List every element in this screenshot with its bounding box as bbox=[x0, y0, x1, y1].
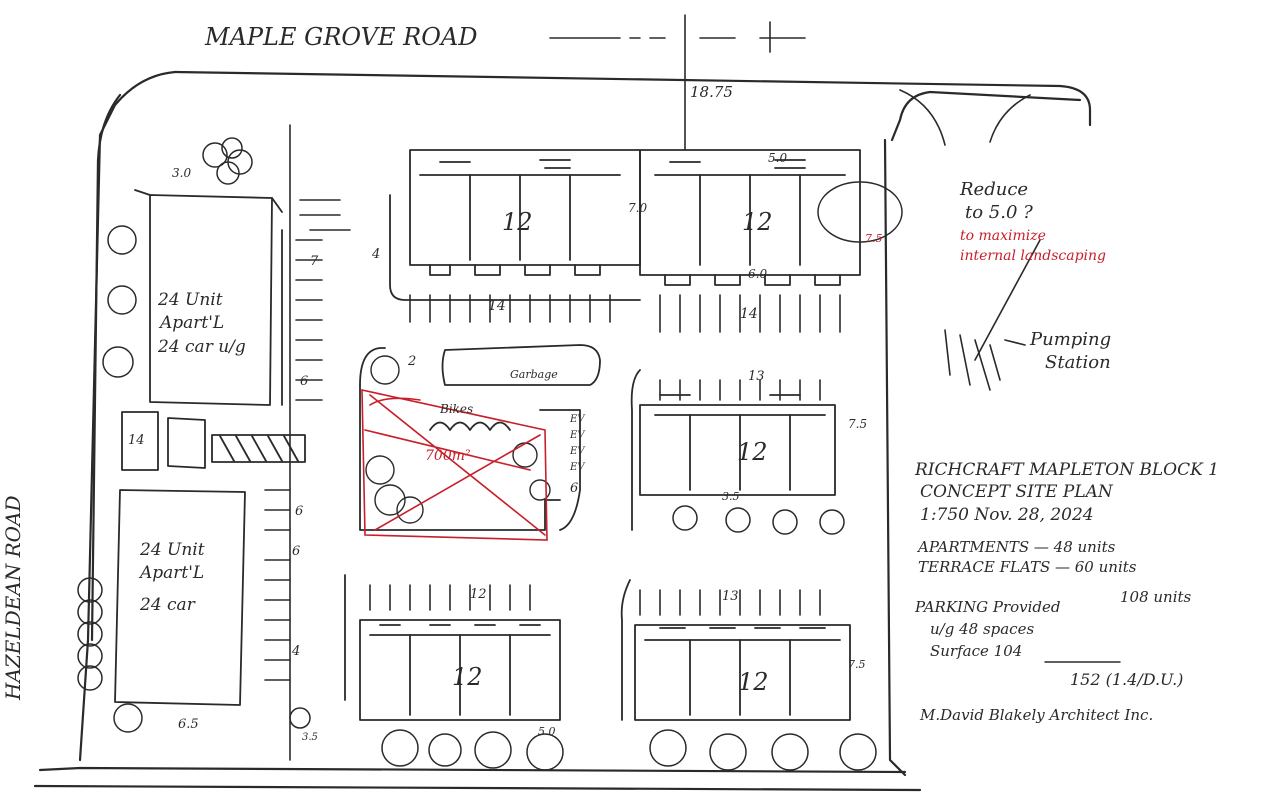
dimension-5-0: 5.0 bbox=[768, 151, 787, 165]
apartment-a-label-3: 24 car u/g bbox=[157, 337, 246, 357]
pumping-station-label-2: Station bbox=[1045, 352, 1111, 373]
amenity-trees bbox=[365, 355, 551, 524]
parking-stalls bbox=[264, 124, 841, 761]
road-label-left: HAZELDEAN ROAD bbox=[1, 495, 25, 701]
parking-count-7: 7 bbox=[310, 254, 319, 269]
parking-count-13-mid: 13 bbox=[748, 369, 765, 384]
pumping-station-label-1: Pumping bbox=[1029, 329, 1111, 350]
parking-count-13-bottom: 13 bbox=[722, 589, 739, 604]
ev-stall-2: EV bbox=[569, 430, 586, 441]
pumping-station-symbol bbox=[944, 239, 1041, 391]
street-trees bbox=[77, 137, 903, 771]
ev-stall-1: EV bbox=[569, 414, 586, 425]
parking-count-2: 2 bbox=[407, 354, 416, 369]
parking-count-6-b: 6 bbox=[295, 504, 303, 519]
dimension-3-5-left: 3.5 bbox=[302, 732, 318, 743]
terrace-block-1 bbox=[389, 149, 641, 301]
amenity-redline-markup bbox=[361, 389, 548, 541]
apartment-b-label-3: 24 car bbox=[139, 595, 196, 615]
terrace-units-4: 12 bbox=[452, 663, 483, 691]
note-redline-2: internal landscaping bbox=[960, 248, 1106, 264]
dimension-5-0-bottom: 5.0 bbox=[538, 725, 556, 738]
dimension-3-5: 3.5 bbox=[722, 490, 740, 503]
dimension-6-5: 6.5 bbox=[178, 717, 199, 732]
parking-count-14-left: 14 bbox=[488, 298, 506, 314]
site-boundary bbox=[33, 70, 1092, 792]
dimension-7-5-bottom: 7.5 bbox=[848, 658, 866, 671]
bikes-label: Bikes bbox=[439, 402, 473, 416]
note-redline-1: to maximize bbox=[960, 228, 1046, 244]
note-reduce-2: to 5.0 ? bbox=[965, 202, 1033, 223]
parking-surface: Surface 104 bbox=[930, 642, 1022, 660]
terrace-block-2 bbox=[639, 149, 861, 286]
dimension-7-5-right: 7.5 bbox=[848, 417, 867, 431]
note-redline-dimension: 7.5 bbox=[865, 232, 883, 245]
parking-count-4-bottom: 4 bbox=[291, 644, 300, 659]
architect-credit: M.David Blakely Architect Inc. bbox=[919, 706, 1153, 724]
dimension-3-0: 3.0 bbox=[172, 166, 191, 180]
title-line-1: RICHCRAFT MAPLETON BLOCK 1 bbox=[914, 460, 1219, 480]
parking-count-14-right: 14 bbox=[740, 306, 758, 322]
dimension-setback-top: 18.75 bbox=[690, 83, 733, 101]
dimension-6-0: 6.0 bbox=[748, 267, 767, 281]
parking-total: 152 (1.4/D.U.) bbox=[1070, 670, 1183, 689]
apartments-count: APARTMENTS — 48 units bbox=[916, 538, 1116, 556]
title-line-2: CONCEPT SITE PLAN bbox=[920, 482, 1114, 502]
parking-count-12-bottom: 12 bbox=[470, 587, 487, 602]
amenity-area bbox=[359, 344, 601, 531]
apartment-b-label-1: 24 Unit bbox=[139, 540, 205, 560]
terrace-units-3: 12 bbox=[737, 438, 768, 466]
terrace-units-2: 12 bbox=[742, 208, 773, 236]
parking-count-6-amenity: 6 bbox=[570, 481, 578, 496]
street-lines bbox=[549, 14, 1031, 151]
ev-stall-4: EV bbox=[569, 462, 586, 473]
parking-count-6-a: 6 bbox=[300, 374, 308, 389]
terrace-count: TERRACE FLATS — 60 units bbox=[918, 558, 1137, 576]
apartment-a-label-2: Apart'L bbox=[158, 313, 224, 333]
terrace-units-1: 12 bbox=[502, 208, 533, 236]
road-label-top: MAPLE GROVE ROAD bbox=[204, 23, 477, 51]
parking-underground: u/g 48 spaces bbox=[930, 620, 1034, 638]
apartment-a-label-1: 24 Unit bbox=[157, 290, 223, 310]
dimension-7-0: 7.0 bbox=[628, 201, 647, 215]
apartment-b-label-2: Apart'L bbox=[138, 563, 204, 583]
dimension-14: 14 bbox=[128, 433, 145, 448]
terrace-units-5: 12 bbox=[738, 668, 769, 696]
ev-stall-3: EV bbox=[569, 446, 586, 457]
parking-count-4-top: 4 bbox=[371, 247, 380, 262]
terrace-block-3 bbox=[630, 369, 836, 531]
terrace-block-5 bbox=[620, 579, 851, 721]
total-units: 108 units bbox=[1120, 588, 1192, 606]
parking-header: PARKING Provided bbox=[914, 598, 1061, 616]
garbage-label: Garbage bbox=[510, 368, 558, 381]
parking-count-6-c: 6 bbox=[292, 544, 300, 559]
apartment-building-a bbox=[134, 189, 283, 406]
amenity-area-label: 700m² bbox=[425, 448, 471, 464]
note-reduce-1: Reduce bbox=[959, 179, 1028, 200]
terrace-block-4 bbox=[344, 574, 561, 721]
title-line-3: 1:750 Nov. 28, 2024 bbox=[920, 505, 1094, 525]
apartment-building-b bbox=[114, 411, 306, 706]
